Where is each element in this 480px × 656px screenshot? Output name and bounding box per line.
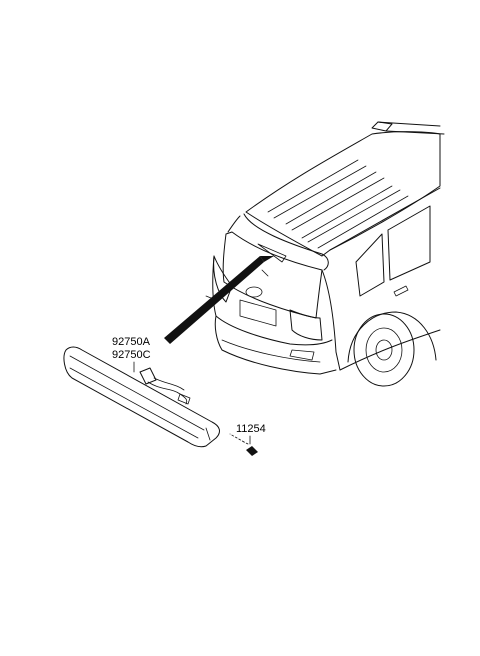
location-pointer <box>164 256 274 344</box>
screw-icon <box>229 433 258 456</box>
high-mount-stop-lamp <box>63 346 220 448</box>
lamp-part-numbers: 92750A 92750C <box>112 336 151 373</box>
vehicle-illustration <box>205 121 445 387</box>
screw-part-number: 11254 <box>236 423 266 445</box>
part-number-11254: 11254 <box>236 423 266 435</box>
part-number-92750A: 92750A <box>112 336 151 348</box>
part-number-92750C: 92750C <box>112 349 151 361</box>
